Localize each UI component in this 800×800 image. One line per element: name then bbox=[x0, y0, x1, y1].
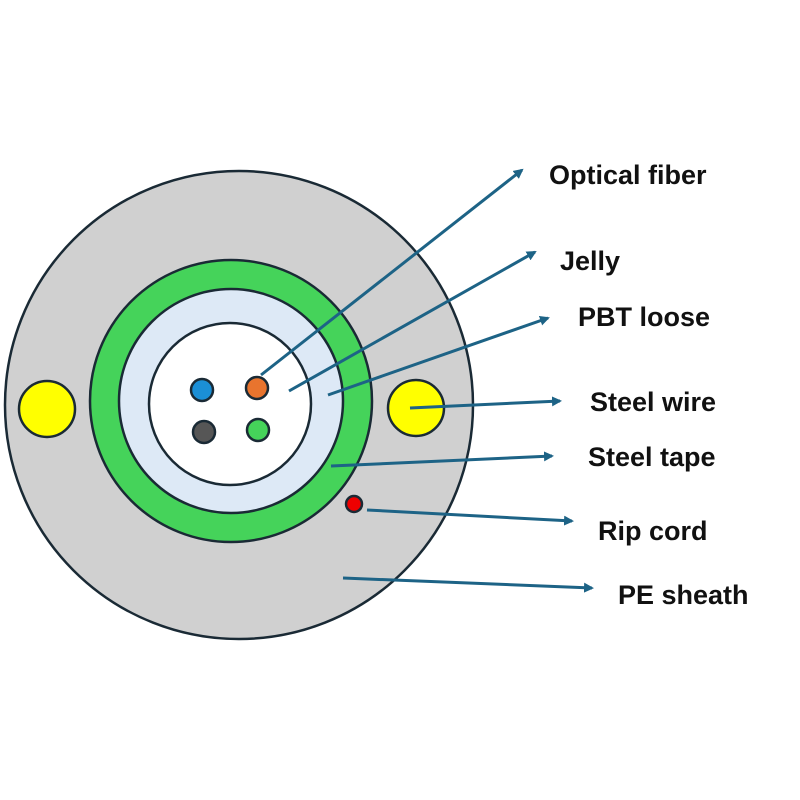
label-steel-tape: Steel tape bbox=[588, 442, 716, 472]
label-pbt-loose: PBT loose bbox=[578, 302, 710, 332]
arrow-pbt-loose bbox=[327, 315, 550, 397]
fiber-blue bbox=[189, 377, 215, 403]
fiber-green bbox=[245, 417, 271, 443]
arrow-jelly bbox=[288, 250, 537, 393]
fiber-orange bbox=[244, 375, 270, 401]
arrow-pe-sheath bbox=[342, 576, 594, 593]
steel-wire-left bbox=[17, 379, 77, 439]
jelly bbox=[147, 321, 313, 487]
arrow-steel-tape bbox=[330, 451, 554, 468]
rip-cord bbox=[344, 494, 364, 514]
arrow-optical-fiber bbox=[260, 168, 524, 377]
arrow-steel-wire bbox=[409, 396, 562, 410]
label-jelly: Jelly bbox=[560, 246, 620, 276]
label-pe-sheath: PE sheath bbox=[618, 580, 749, 610]
fiber-gray bbox=[191, 419, 217, 445]
label-rip-cord: Rip cord bbox=[598, 516, 708, 546]
label-optical-fiber: Optical fiber bbox=[549, 160, 707, 190]
arrow-rip-cord bbox=[366, 508, 574, 526]
label-steel-wire: Steel wire bbox=[590, 387, 716, 417]
